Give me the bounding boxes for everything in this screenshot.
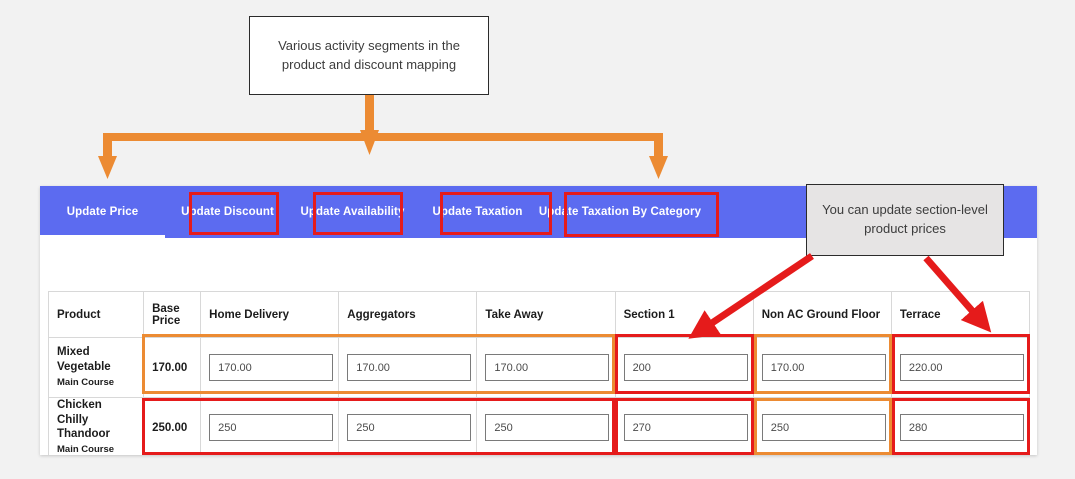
- cell-product: Mixed Vegetable Main Course: [47, 337, 145, 398]
- cell-aggregators: [338, 397, 478, 455]
- input-aggregators-row1[interactable]: [347, 354, 472, 381]
- input-home-delivery-row1[interactable]: [209, 354, 334, 381]
- input-non-ac-ground-floor-row1[interactable]: [761, 354, 886, 381]
- tab-update-availability[interactable]: Update Availability: [290, 186, 415, 238]
- cell-terrace: [890, 397, 1031, 455]
- table-row: Mixed Vegetable Main Course 170.00: [47, 337, 1031, 398]
- input-aggregators-row2[interactable]: [347, 414, 472, 441]
- input-non-ac-ground-floor-row2[interactable]: [761, 414, 886, 441]
- tab-update-availability-label: Update Availability: [300, 206, 405, 218]
- input-home-delivery-row2[interactable]: [209, 414, 334, 441]
- input-take-away-row2[interactable]: [485, 414, 610, 441]
- input-take-away-row1[interactable]: [485, 354, 610, 381]
- callout-activity-segments: Various activity segments in the product…: [249, 16, 489, 95]
- column-header-home-delivery: Home Delivery: [200, 291, 340, 338]
- product-category: Main Course: [57, 444, 115, 455]
- tab-update-discount-label: Update Discount: [181, 206, 274, 218]
- price-table: Product Base Price Home Delivery Aggrega…: [47, 291, 1031, 455]
- cell-non-ac-ground-floor: [752, 397, 892, 455]
- column-header-non-ac-ground-floor: Non AC Ground Floor: [752, 291, 892, 338]
- price-table-container: Product Base Price Home Delivery Aggrega…: [47, 291, 1037, 455]
- input-section-1-row2[interactable]: [623, 414, 748, 441]
- cell-terrace: [890, 337, 1031, 398]
- input-terrace-row1[interactable]: [899, 354, 1024, 381]
- tab-update-taxation-by-category-label: Update Taxation By Category: [538, 206, 702, 218]
- tab-update-price[interactable]: Update Price: [40, 186, 165, 238]
- tab-update-taxation-by-category[interactable]: Update Taxation By Category: [538, 186, 702, 238]
- tab-update-taxation[interactable]: Update Taxation: [415, 186, 540, 238]
- tab-update-price-label: Update Price: [66, 206, 139, 218]
- product-category: Main Course: [57, 377, 115, 389]
- cell-take-away: [476, 337, 616, 398]
- column-header-product: Product: [47, 291, 145, 338]
- product-name-line1: Chicken Chilly: [57, 399, 102, 426]
- cell-section-1: [614, 337, 754, 398]
- cell-section-1: [614, 397, 754, 455]
- base-price-line1: Base: [152, 302, 180, 315]
- cell-base-price: 250.00: [143, 397, 202, 455]
- cell-home-delivery: [200, 397, 340, 455]
- product-name: Mixed Vegetable: [57, 346, 111, 373]
- column-header-aggregators: Aggregators: [338, 291, 478, 338]
- table-header-row: Product Base Price Home Delivery Aggrega…: [47, 291, 1031, 338]
- column-header-terrace: Terrace: [890, 291, 1031, 338]
- column-header-take-away: Take Away: [476, 291, 616, 338]
- cell-non-ac-ground-floor: [752, 337, 892, 398]
- column-header-base-price: Base Price: [143, 291, 202, 338]
- product-name-line2: Thandoor: [57, 428, 111, 441]
- base-price-value: 250.00: [152, 421, 188, 434]
- base-price-line2: Price: [152, 314, 181, 327]
- cell-aggregators: [338, 337, 478, 398]
- product-price-panel: Update Price Update Discount Update Avai…: [40, 186, 1037, 455]
- base-price-value: 170.00: [152, 361, 188, 374]
- callout-section-level-prices: You can update section-level product pri…: [806, 184, 1004, 256]
- cell-product: Chicken Chilly Thandoor Main Course: [47, 397, 145, 455]
- table-row: Chicken Chilly Thandoor Main Course 250.…: [47, 397, 1031, 455]
- cell-take-away: [476, 397, 616, 455]
- tab-update-taxation-label: Update Taxation: [432, 206, 523, 218]
- column-header-section-1: Section 1: [614, 291, 754, 338]
- input-section-1-row1[interactable]: [623, 354, 748, 381]
- tab-update-discount[interactable]: Update Discount: [165, 186, 290, 238]
- cell-home-delivery: [200, 337, 340, 398]
- input-terrace-row2[interactable]: [899, 414, 1024, 441]
- cell-base-price: 170.00: [143, 337, 202, 398]
